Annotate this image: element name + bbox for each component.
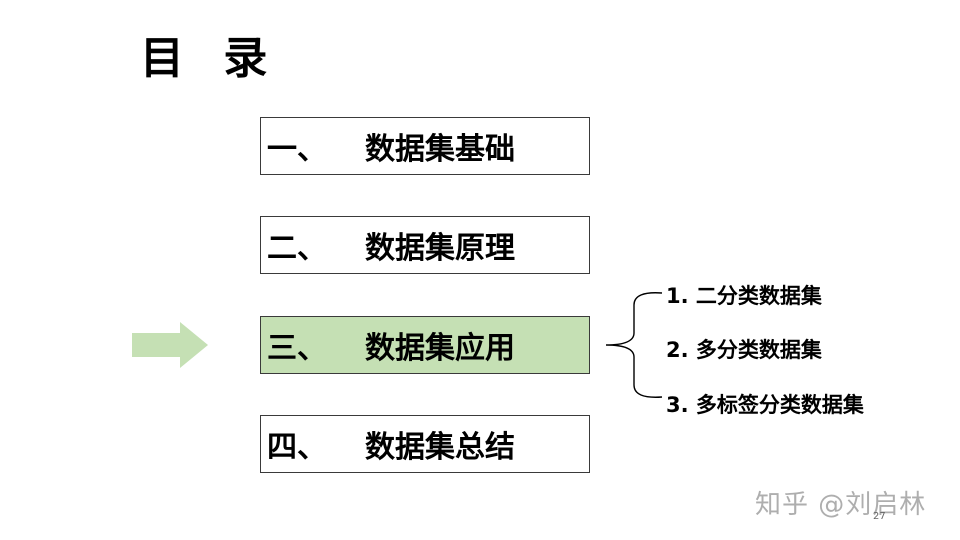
- page-title: 目 录: [140, 33, 280, 84]
- toc-item-label: 数据集应用: [365, 331, 515, 366]
- toc-item-label: 数据集原理: [365, 231, 515, 266]
- toc-item-principles[interactable]: 二、 数据集原理: [260, 216, 590, 274]
- toc-item-summary[interactable]: 四、 数据集总结: [260, 415, 590, 473]
- toc-item-label: 数据集基础: [365, 132, 515, 167]
- toc-item-applications[interactable]: 三、 数据集应用: [260, 316, 590, 374]
- subitem-binary[interactable]: 1. 二分类数据集: [666, 284, 822, 308]
- toc-item-number: 二、: [267, 231, 327, 266]
- watermark: 知乎 @刘启林: [755, 490, 927, 520]
- left-brace-icon: [605, 292, 663, 398]
- subitem-multiclass[interactable]: 2. 多分类数据集: [666, 338, 822, 362]
- toc-item-number: 一、: [267, 132, 327, 167]
- toc-item-number: 三、: [267, 331, 327, 366]
- toc-item-basics[interactable]: 一、 数据集基础: [260, 117, 590, 175]
- page-number: 27: [873, 511, 886, 522]
- toc-item-label: 数据集总结: [365, 430, 515, 465]
- current-section-arrow-icon: [132, 322, 208, 368]
- toc-item-number: 四、: [267, 430, 327, 465]
- subitem-multilabel[interactable]: 3. 多标签分类数据集: [666, 393, 864, 417]
